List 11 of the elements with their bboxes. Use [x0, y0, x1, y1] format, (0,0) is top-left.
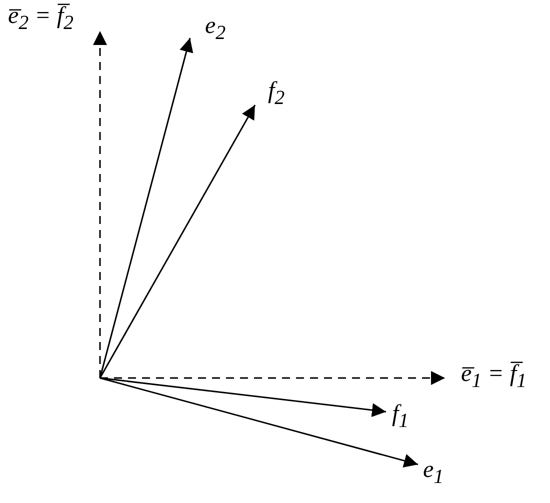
dashed-arrow — [93, 31, 107, 378]
vector-label: f$_{2}$ — [268, 79, 285, 108]
arrow — [99, 38, 194, 378]
vector-label: e̅$_{2}$ = f̅$_{2}$ — [8, 4, 74, 33]
arrow — [100, 377, 386, 418]
vector-label: e$_{1}$ — [423, 458, 444, 487]
vector-label: f$_{1}$ — [392, 402, 409, 431]
arrow — [100, 377, 418, 468]
vector-label: e$_{2}$ — [205, 14, 226, 43]
arrow — [99, 104, 256, 378]
vector-label: e̅$_{1}$ = f̅$_{1}$ — [461, 362, 527, 391]
